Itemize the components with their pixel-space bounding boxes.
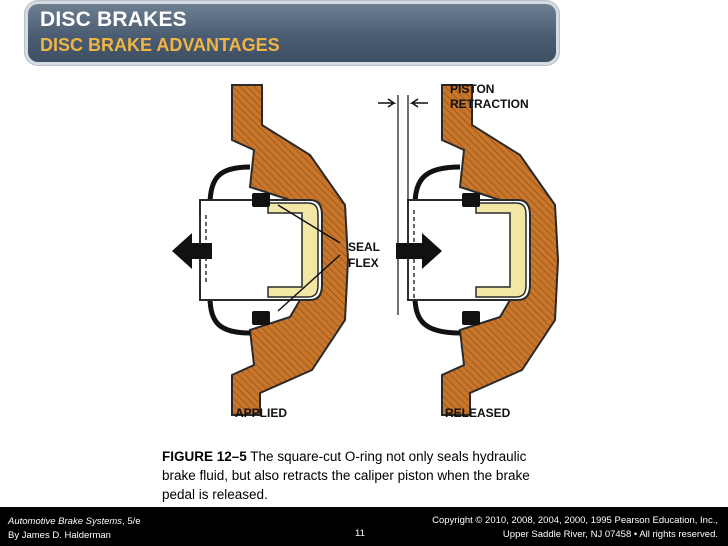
footer-book-info: Automotive Brake Systems, 5/e By James D… xyxy=(8,515,141,543)
caliper-housing-applied xyxy=(231,84,350,416)
footer-author: By James D. Halderman xyxy=(8,530,111,541)
figure-caption: FIGURE 12–5 The square-cut O-ring not on… xyxy=(162,447,562,504)
diagram-svg: SEAL FLEX PISTON RETRACTION APPLIED xyxy=(172,82,560,420)
slide-title: DISC BRAKES xyxy=(40,8,187,31)
slide-subtitle: DISC BRAKE ADVANTAGES xyxy=(40,35,280,55)
dust-boot-bottom-applied xyxy=(207,296,251,336)
apply-arrow xyxy=(172,233,212,269)
label-applied: APPLIED xyxy=(235,406,287,420)
footer-copyright-line2: Upper Saddle River, NJ 07458 • All right… xyxy=(502,529,718,540)
dust-boot-top-applied xyxy=(207,164,251,206)
caliper-housing-released xyxy=(441,84,560,416)
seal-top-released xyxy=(462,193,480,207)
piston-cup-applied xyxy=(267,202,319,298)
piston-released xyxy=(407,199,531,301)
label-released: RELEASED xyxy=(445,406,511,420)
label-piston: PISTON xyxy=(450,82,494,96)
disc-brake-diagram: SEAL FLEX PISTON RETRACTION APPLIED xyxy=(150,75,590,430)
released-assembly xyxy=(378,84,560,416)
piston-cup-released xyxy=(475,202,527,298)
footer-page-number: 11 xyxy=(355,528,365,539)
label-retraction: RETRACTION xyxy=(450,97,529,111)
release-arrow xyxy=(396,233,442,269)
seal-bottom-applied xyxy=(252,311,270,325)
footer-book-title: Automotive Brake Systems xyxy=(8,516,123,527)
dust-boot-bottom-released xyxy=(412,296,461,336)
figure-label: FIGURE 12–5 xyxy=(162,449,247,464)
footer-edition: , 5/e xyxy=(122,516,141,527)
figure-caption-text: The square-cut O-ring not only seals hyd… xyxy=(162,449,530,502)
piston-applied xyxy=(199,199,323,301)
applied-assembly xyxy=(172,84,350,416)
footer-bar: Automotive Brake Systems, 5/e By James D… xyxy=(0,507,728,546)
label-flex: FLEX xyxy=(348,256,379,270)
footer-copyright-line1: Copyright © 2010, 2008, 2004, 2000, 1995… xyxy=(432,515,718,526)
label-seal: SEAL xyxy=(348,240,380,254)
seal-top-applied xyxy=(252,193,270,207)
dust-boot-top-released xyxy=(412,164,461,206)
seal-bottom-released xyxy=(462,311,480,325)
title-banner: DISC BRAKES DISC BRAKE ADVANTAGES xyxy=(28,4,556,62)
footer-copyright: Copyright © 2010, 2008, 2004, 2000, 1995… xyxy=(432,514,718,542)
